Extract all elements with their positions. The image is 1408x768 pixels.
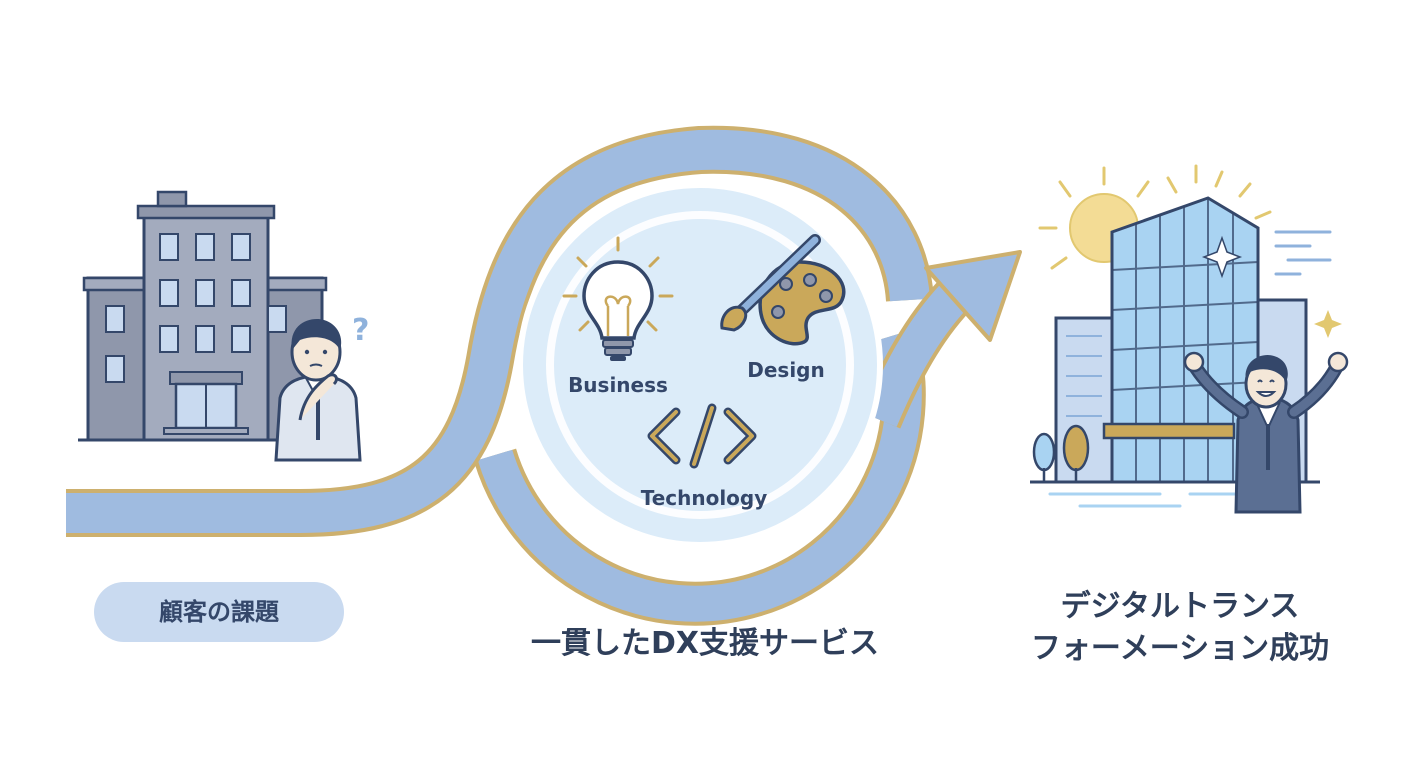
celebrating-person-icon bbox=[1183, 351, 1349, 514]
domain-business-label: Business bbox=[568, 373, 668, 397]
domain-technology-label: Technology bbox=[641, 486, 768, 510]
journey-path bbox=[66, 125, 1022, 626]
sparkle-icon bbox=[1201, 230, 1342, 338]
lightbulb-icon bbox=[562, 236, 674, 361]
dx-success-label-line1: デジタルトランス bbox=[1060, 589, 1300, 624]
arrow-head bbox=[924, 250, 1022, 342]
code-brackets-icon bbox=[647, 403, 757, 469]
puzzled-person-icon: ? bbox=[274, 313, 369, 462]
customer-problem-label: 顧客の課題 bbox=[94, 582, 344, 642]
trees-icon bbox=[1032, 424, 1090, 482]
paintbrush-icon bbox=[720, 234, 821, 332]
dx-service-label: 一貫したDX支援サービス bbox=[530, 626, 880, 661]
palette-icon bbox=[758, 260, 846, 346]
center-circle: Business Design Technology bbox=[517, 182, 883, 548]
dx-success-label-line2: フォーメーション成功 bbox=[1030, 631, 1330, 666]
dx-success-label: デジタルトランス フォーメーション成功 bbox=[990, 586, 1370, 670]
question-mark-icon: ? bbox=[352, 313, 369, 348]
domain-design-label: Design bbox=[747, 358, 824, 382]
